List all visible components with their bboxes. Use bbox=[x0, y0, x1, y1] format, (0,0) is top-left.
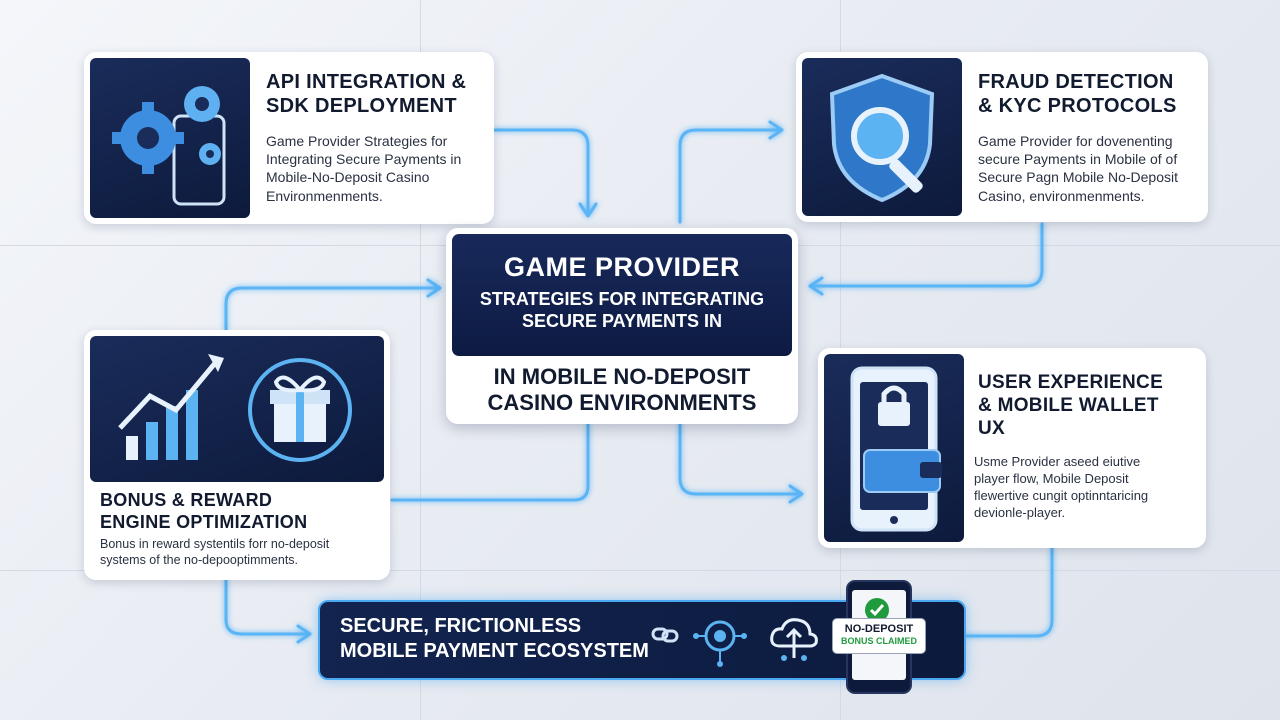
center-title-banner: GAME PROVIDER STRATEGIES FOR INTEGRATING… bbox=[452, 234, 792, 356]
connector-center-fraud bbox=[678, 128, 782, 224]
growth-chart-gift-icon bbox=[90, 336, 384, 482]
arrow-head bbox=[426, 278, 442, 298]
center-sub-line2: SECURE PAYMENTS IN bbox=[521, 310, 723, 331]
connector-bonus-ecosystem bbox=[224, 578, 310, 636]
connector-api-center bbox=[492, 128, 590, 214]
bonus-reward-card: BONUS & REWARD ENGINE OPTIMIZATION Bonus… bbox=[84, 330, 390, 580]
fraud-detection-card: FRAUD DETECTION & KYC PROTOCOLS Game Pro… bbox=[796, 52, 1208, 222]
phone-lock-wallet-icon bbox=[824, 354, 964, 542]
center-heading: GAME PROVIDER bbox=[503, 252, 741, 282]
badge-line1: NO-DEPOSIT bbox=[844, 623, 914, 635]
ecosystem-title-line2: MOBILE PAYMENT ECOSYSTEM bbox=[340, 640, 649, 662]
api-body-line: Mobile-No-Deposit Casino bbox=[266, 169, 430, 186]
connector-bonus-center bbox=[224, 286, 440, 332]
ux-body-line: devionle-player. bbox=[974, 504, 1066, 520]
fraud-title-line2: & KYC PROTOCOLS bbox=[978, 95, 1177, 117]
center-bottom-line2: CASINO ENVIRONMENTS bbox=[487, 390, 757, 416]
user-experience-card: USER EXPERIENCE & MOBILE WALLET UX Usme … bbox=[818, 348, 1206, 548]
no-deposit-badge: NO-DEPOSIT BONUS CLAIMED bbox=[832, 618, 926, 654]
arrow-head bbox=[578, 202, 598, 218]
ux-body-line: Usme Provider aseed eiutive bbox=[974, 454, 1141, 469]
center-sub-line1: STRATEGIES FOR INTEGRATING bbox=[479, 289, 765, 309]
ux-title-line1: USER EXPERIENCE bbox=[978, 372, 1164, 393]
api-title-line2: SDK DEPLOYMENT bbox=[266, 95, 457, 117]
bonus-body-line: Bonus in reward systentils forr no-depos… bbox=[100, 537, 330, 551]
arrow-head bbox=[296, 624, 312, 644]
api-integration-card: API INTEGRATION & SDK DEPLOYMENT Game Pr… bbox=[84, 52, 494, 224]
arrow-head bbox=[808, 276, 824, 296]
api-body-line: Integrating Secure Payments in bbox=[266, 151, 462, 168]
checkmark-icon bbox=[865, 598, 889, 622]
fraud-body-line: Casino, environmenments. bbox=[978, 187, 1145, 204]
api-body-line: Game Provider Strategies for bbox=[266, 133, 448, 149]
network-hub-icon bbox=[693, 620, 747, 667]
connector-center-ux bbox=[678, 422, 802, 496]
api-title-line1: API INTEGRATION & bbox=[266, 71, 467, 93]
center-bottom-line1: IN MOBILE NO-DEPOSIT bbox=[493, 364, 751, 389]
arrow-head bbox=[788, 484, 804, 504]
bonus-title-line1: BONUS & REWARD bbox=[100, 490, 273, 510]
bonus-title-line2: ENGINE OPTIMIZATION bbox=[100, 511, 308, 532]
chain-link-icon bbox=[651, 627, 679, 643]
ux-title-line2: & MOBILE WALLET bbox=[978, 394, 1159, 416]
badge-line2: BONUS CLAIMED bbox=[841, 636, 917, 646]
ecosystem-title-line1: SECURE, FRICTIONLESS bbox=[340, 615, 582, 637]
api-body-line: Environmenments. bbox=[266, 187, 383, 204]
connector-ux-ecosystem bbox=[962, 546, 1054, 638]
bonus-body-line: systems of the no-depooptimments. bbox=[100, 553, 299, 568]
connector-center-bonus bbox=[390, 422, 590, 502]
fraud-body-line: secure Payments in Mobile of of bbox=[978, 151, 1178, 168]
ux-title-line3: UX bbox=[978, 417, 1005, 439]
ux-body-line: flewertive cungit optinntaricing bbox=[974, 487, 1149, 503]
fraud-body-line: Secure Pagn Mobile No-Deposit bbox=[978, 169, 1178, 186]
grid-line bbox=[420, 0, 421, 720]
cloud-upload-icon bbox=[770, 618, 818, 661]
ux-body-line: player flow, Mobile Deposit bbox=[974, 470, 1129, 486]
arrow-head bbox=[768, 120, 784, 140]
shield-magnifier-icon bbox=[802, 58, 962, 216]
fraud-title-line1: FRAUD DETECTION bbox=[978, 71, 1174, 93]
connector-fraud-center bbox=[810, 222, 1044, 288]
fraud-body-line: Game Provider for dovenenting bbox=[978, 133, 1173, 149]
gears-phone-icon bbox=[90, 58, 250, 218]
center-title-card: GAME PROVIDER STRATEGIES FOR INTEGRATING… bbox=[446, 228, 798, 424]
grid-line bbox=[0, 570, 1280, 571]
